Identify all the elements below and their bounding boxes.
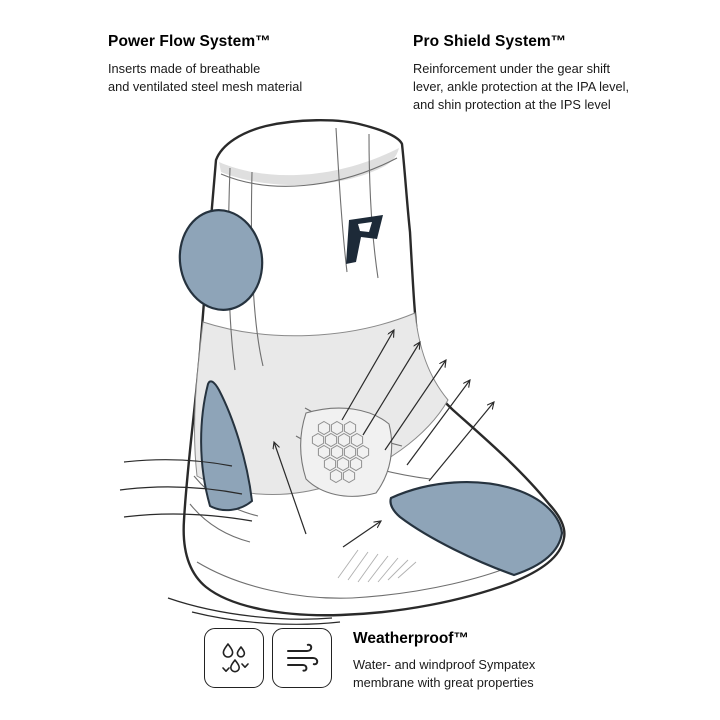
shin-guard xyxy=(200,380,254,512)
contour-lines xyxy=(119,459,341,625)
feature-power-flow: Power Flow System™ Inserts made of breat… xyxy=(108,33,358,96)
weatherproof-description: Water- and windproof Sympatex membrane w… xyxy=(353,657,536,691)
feature-pro-shield: Pro Shield System™ Reinforcement under t… xyxy=(413,33,663,114)
weatherproof-title: Weatherproof™ xyxy=(353,630,469,647)
brand-logo xyxy=(346,215,383,264)
ankle-protector-disc xyxy=(178,209,264,311)
pro-shield-description: Reinforcement under the gear shift lever… xyxy=(413,61,630,113)
toe-slider xyxy=(389,480,564,577)
pro-shield-title: Pro Shield System™ xyxy=(413,33,567,50)
water-drops-icon xyxy=(204,628,264,688)
weatherproof-text: Weatherproof™ Water- and windproof Sympa… xyxy=(353,628,535,692)
power-flow-title: Power Flow System™ xyxy=(108,33,271,50)
feature-arrows xyxy=(274,330,494,548)
power-flow-description: Inserts made of breathable and ventilate… xyxy=(108,61,303,95)
sole-hatching xyxy=(337,549,417,583)
motorcycle-boot-drawing xyxy=(119,119,566,625)
wind-flow-glyph xyxy=(287,643,319,672)
feature-weatherproof: Weatherproof™ Water- and windproof Sympa… xyxy=(204,628,535,692)
boot-illustration xyxy=(100,110,600,630)
wind-flow-icon xyxy=(272,628,332,688)
water-drops-glyph xyxy=(222,643,249,673)
mesh-vent-panel xyxy=(300,407,393,497)
